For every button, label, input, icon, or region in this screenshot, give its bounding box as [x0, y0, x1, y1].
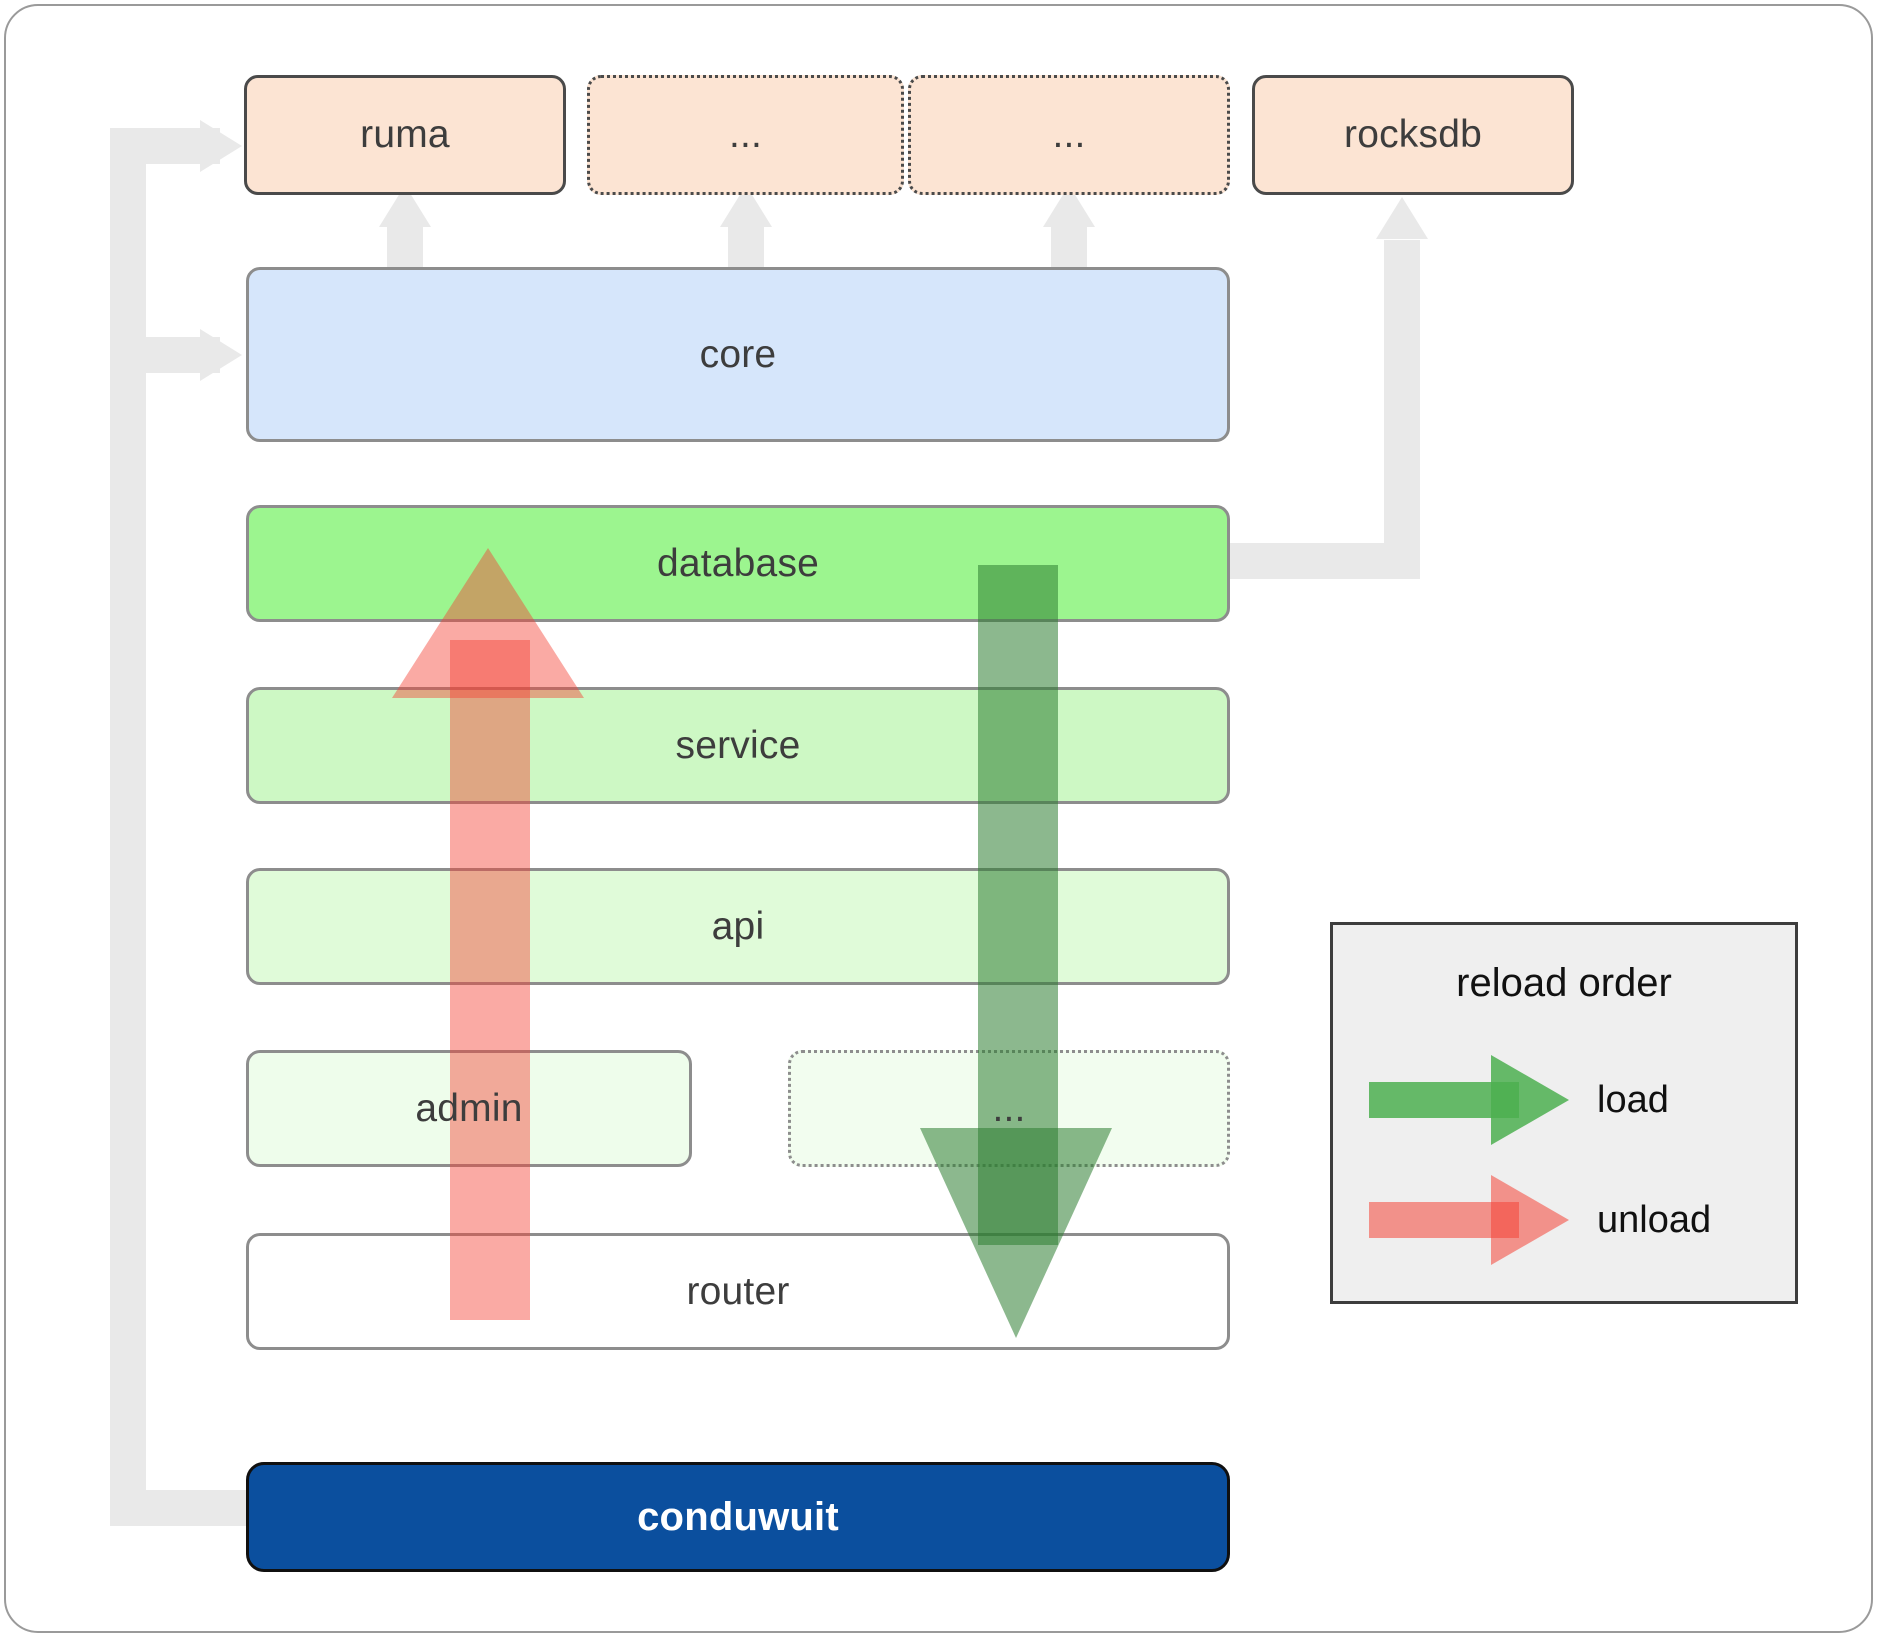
load-arrow-head [920, 1128, 1112, 1338]
node-database[interactable]: database [246, 505, 1230, 622]
node-ruma-label: ruma [360, 113, 450, 156]
load-arrow-icon [1369, 1055, 1569, 1145]
diagram-outer-frame [4, 4, 1873, 1633]
node-conduwuit[interactable]: conduwuit [246, 1462, 1230, 1572]
node-service-label: service [675, 723, 801, 767]
connector-spine-vertical [110, 128, 146, 1508]
connector-core-to-ruma-shaft [387, 225, 423, 271]
connector-conduwuit-horizontal [110, 1490, 260, 1526]
node-admin[interactable]: admin [246, 1050, 692, 1167]
node-dots-top-2-label: ... [1052, 113, 1086, 156]
node-api-label: api [711, 904, 765, 948]
legend-item-unload: unload [1369, 1175, 1769, 1265]
legend-item-unload-label: unload [1597, 1198, 1712, 1241]
legend-title: reload order [1456, 961, 1672, 1005]
node-conduwuit-label: conduwuit [637, 1494, 839, 1539]
node-dots-top-1-label: ... [728, 113, 763, 156]
connector-arrowhead-core [200, 329, 242, 381]
legend-panel: reload order load unload [1330, 922, 1798, 1304]
connector-core-to-dots1-shaft [728, 225, 764, 271]
node-core-label: core [699, 332, 777, 376]
node-dots-top-1[interactable]: ... [587, 75, 904, 195]
node-service[interactable]: service [246, 687, 1230, 804]
node-dots-top-2[interactable]: ... [908, 75, 1230, 195]
legend-item-load: load [1369, 1055, 1769, 1145]
connector-arrowhead-ruma [200, 120, 242, 172]
connector-database-to-rocksdb-arrowhead [1376, 197, 1428, 239]
legend-item-load-label: load [1597, 1078, 1669, 1121]
unload-arrow-head [392, 548, 584, 698]
unload-arrow-icon [1369, 1175, 1569, 1265]
node-rocksdb[interactable]: rocksdb [1252, 75, 1574, 195]
unload-arrow-shaft [450, 640, 530, 1320]
node-ruma[interactable]: ruma [244, 75, 566, 195]
node-rocksdb-label: rocksdb [1344, 113, 1482, 156]
node-core[interactable]: core [246, 267, 1230, 442]
node-dots-mid-label: ... [992, 1086, 1026, 1130]
connector-database-to-rocksdb-vertical [1384, 240, 1420, 579]
connector-core-to-dots2-shaft [1051, 225, 1087, 271]
node-database-label: database [656, 541, 820, 585]
node-admin-label: admin [415, 1086, 523, 1130]
node-api[interactable]: api [246, 868, 1230, 985]
node-router-label: router [686, 1269, 790, 1313]
